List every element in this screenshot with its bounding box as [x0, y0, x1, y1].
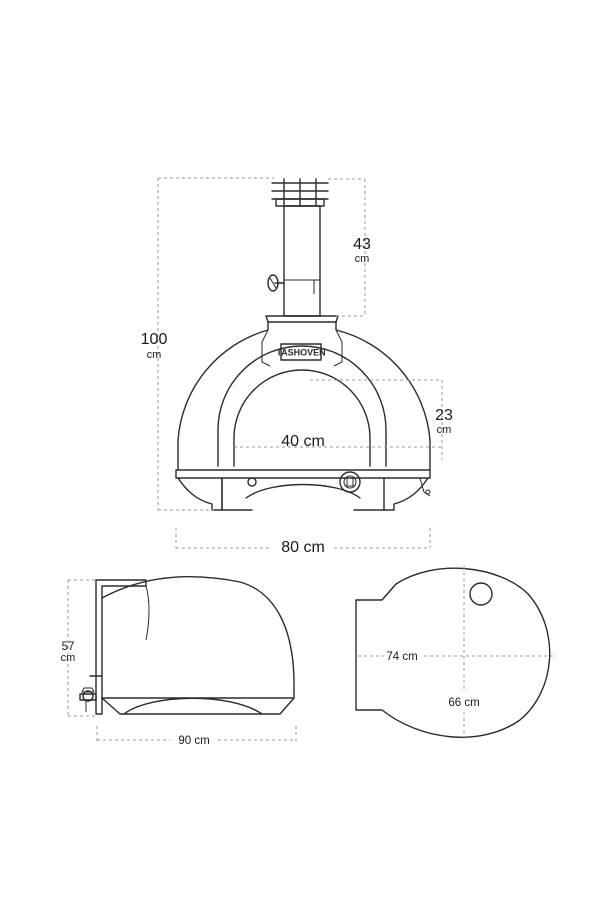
top-dimensions — [358, 566, 554, 740]
chimney-height-unit: cm — [355, 253, 370, 265]
oven-base — [175, 469, 431, 511]
chimney-pipe — [283, 205, 321, 317]
opening-width-label: 40 cm — [281, 433, 325, 450]
side-view: 57 cm 90 cm — [61, 575, 297, 747]
side-control-knob-icon — [79, 687, 97, 712]
chimney-height-value: 43 — [353, 236, 371, 253]
top-width-label: 66 cm — [448, 697, 479, 709]
chimney-hole — [469, 582, 493, 606]
brand-plate: TASHOVEN — [276, 343, 326, 361]
side-height-value: 57 — [62, 641, 75, 653]
ignition-button-icon — [247, 477, 257, 487]
side-dimensions — [67, 579, 297, 742]
top-view: 74 cm 66 cm — [355, 566, 554, 740]
brand-text: TASHOVEN — [276, 348, 325, 358]
front-view: TASHOVEN — [141, 177, 453, 556]
total-height-value: 100 — [141, 331, 168, 348]
burner-knob-icon — [339, 471, 361, 493]
side-height-unit: cm — [61, 652, 76, 664]
damper-knob-icon — [267, 274, 285, 292]
opening-height-value: 23 — [435, 407, 453, 424]
top-depth-label: 74 cm — [386, 651, 417, 663]
oven-mouth — [217, 345, 387, 467]
front-dimensions — [157, 177, 443, 549]
opening-height-unit: cm — [437, 424, 452, 436]
total-width-label: 80 cm — [281, 539, 325, 556]
total-height-unit: cm — [147, 349, 162, 361]
side-depth-label: 90 cm — [178, 735, 209, 747]
oven-dome — [177, 315, 431, 471]
chimney-cap — [271, 178, 329, 207]
